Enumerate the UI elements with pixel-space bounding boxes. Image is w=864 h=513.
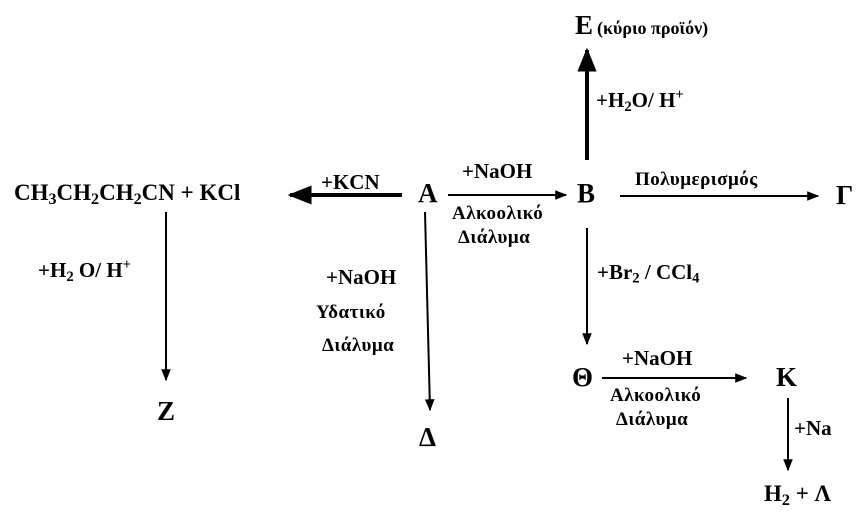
node-h2-lambda: H2 + Λ: [764, 481, 832, 510]
condition-alcoholic-1: Αλκοολικό: [452, 203, 544, 224]
reagent-naoh-top: +NaOH: [462, 159, 533, 183]
reagent-na: +Na: [794, 416, 832, 440]
node-delta: Δ: [419, 422, 436, 452]
reagent-hydrolysis-top: +H2O/ H+: [596, 87, 684, 115]
reagent-hydrolysis-left: +H2 O/ H+: [38, 257, 132, 285]
node-e: Ε (κύριο προϊόν): [575, 10, 709, 40]
node-nitrile: CH3CH2CH2CN + KCl: [14, 180, 241, 209]
condition-alcoholic-2: Αλκοολικό: [610, 385, 702, 406]
reagent-naoh-theta: +NaOH: [622, 346, 693, 370]
node-z: Ζ: [157, 396, 176, 426]
reagent-polymerization: Πολυμερισμός: [635, 169, 758, 190]
condition-solution-3: Διάλυμα: [616, 409, 689, 430]
node-a: Α: [418, 178, 438, 208]
arrow-a-to-delta: [424, 211, 435, 412]
condition-aqueous: Υδατικό: [316, 302, 386, 323]
reagent-naoh-aqueous: +NaOH: [326, 265, 397, 289]
node-theta: Θ: [572, 362, 594, 392]
condition-solution-2: Διάλυμα: [322, 335, 395, 356]
node-k: Κ: [776, 362, 798, 392]
reagent-br2: +Br2 / CCl4: [597, 260, 700, 287]
condition-solution-1: Διάλυμα: [458, 227, 531, 248]
node-gamma: Γ: [836, 180, 854, 210]
node-b: Β: [577, 178, 596, 208]
reagent-kcn: +KCN: [321, 170, 380, 194]
